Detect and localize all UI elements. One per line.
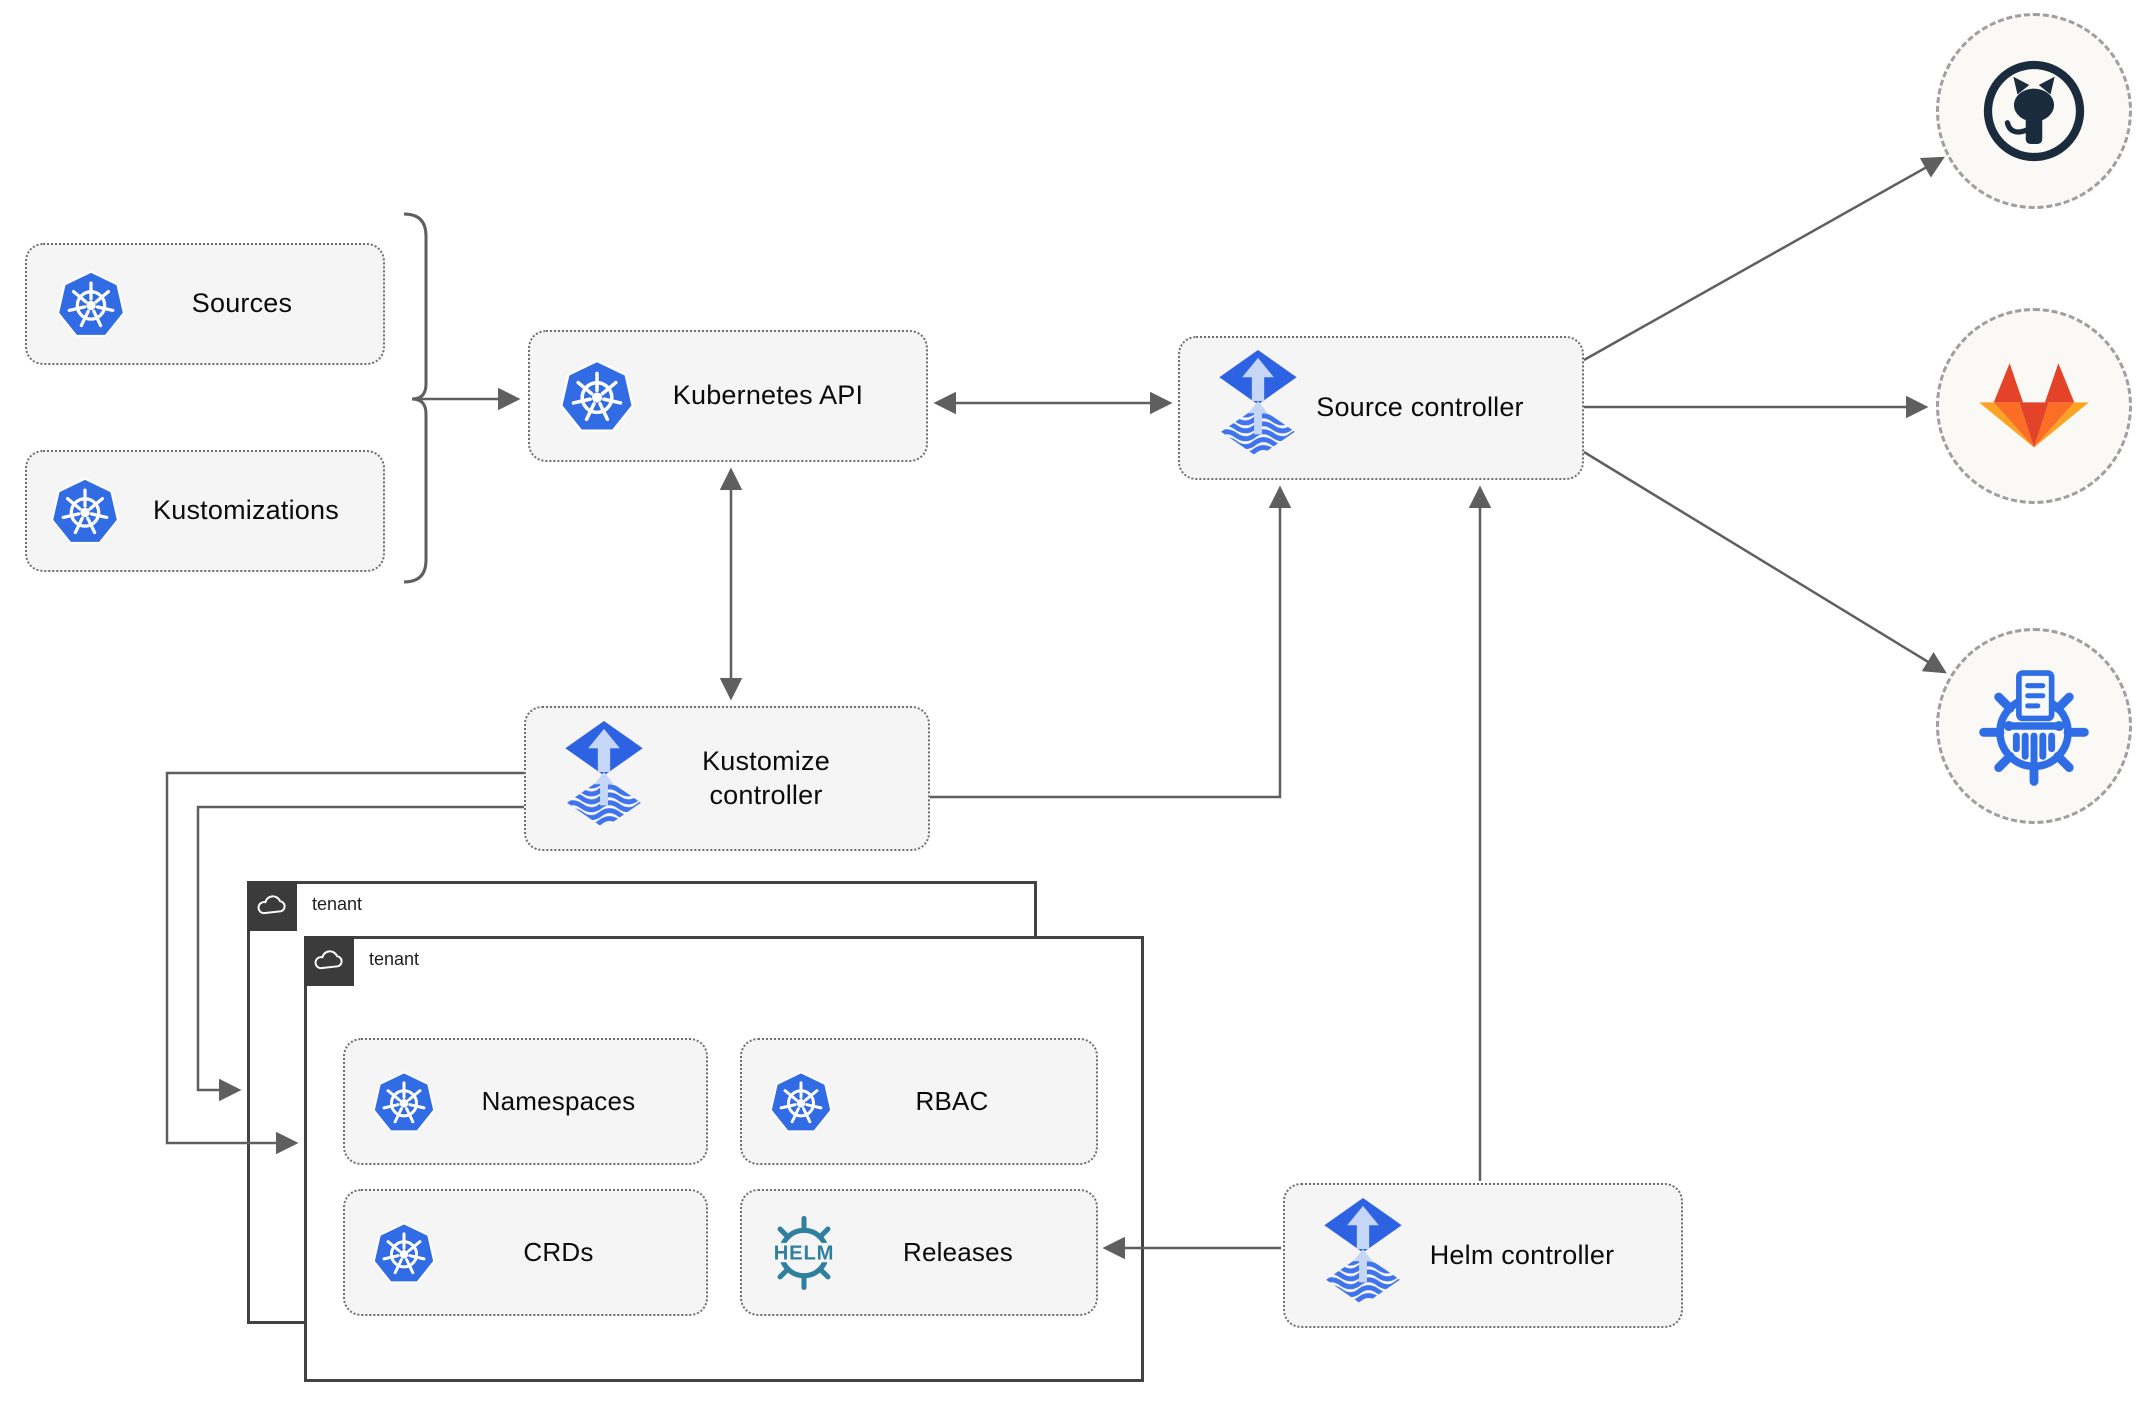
tenant-label: tenant	[312, 894, 363, 914]
kustomize-circle	[1936, 628, 2132, 824]
flux-icon	[1214, 350, 1302, 466]
node-kustomize-controller: Kustomize controller	[524, 706, 930, 851]
gitlab-circle	[1936, 308, 2132, 504]
node-helm-controller: Helm controller	[1283, 1183, 1683, 1328]
cloud-icon	[313, 949, 345, 973]
node-label: RBAC	[915, 1086, 989, 1117]
gitlab-icon	[1979, 363, 2089, 448]
node-kustomizations: Kustomizations	[25, 450, 385, 572]
node-kubernetes-api: Kubernetes API	[528, 330, 928, 462]
kubernetes-icon	[558, 357, 636, 435]
kustomize-icon	[1979, 670, 2089, 786]
group-bracket	[403, 212, 428, 584]
node-label: Kubernetes API	[672, 380, 864, 411]
node-namespaces: Namespaces	[343, 1038, 708, 1165]
node-rbac: RBAC	[740, 1038, 1098, 1165]
edge-kustomize-to-source	[930, 485, 1292, 799]
node-label: Source controller	[1316, 392, 1524, 423]
node-crds: CRDs	[343, 1189, 708, 1316]
edge-source-to-github	[1583, 156, 1945, 362]
helm-icon: HELM	[762, 1211, 846, 1295]
helm-logo-text: HELM	[774, 1242, 834, 1264]
tenant-badge	[247, 881, 297, 931]
node-releases: HELM Releases	[740, 1189, 1098, 1316]
node-label: Helm controller	[1429, 1239, 1615, 1270]
node-label: Kustomize controller	[702, 745, 830, 810]
kubernetes-icon	[49, 475, 121, 547]
edge-source-to-kustomize	[1583, 450, 1947, 674]
node-label: Releases	[903, 1237, 1013, 1268]
kubernetes-icon	[371, 1069, 437, 1135]
node-sources: Sources	[25, 243, 385, 365]
github-circle	[1936, 13, 2132, 209]
tenant-box-front: tenant Namespaces RBAC CRDs	[304, 936, 1144, 1382]
tenant-label: tenant	[369, 949, 420, 969]
cloud-icon	[256, 894, 288, 918]
flux-icon	[560, 721, 648, 837]
kubernetes-icon	[768, 1069, 834, 1135]
flux-icon	[1319, 1198, 1407, 1314]
kubernetes-icon	[55, 268, 127, 340]
node-label: CRDs	[523, 1237, 594, 1268]
github-icon	[1983, 60, 2085, 162]
kubernetes-icon	[371, 1220, 437, 1286]
tenant-badge	[304, 936, 354, 986]
node-source-controller: Source controller	[1178, 336, 1584, 480]
node-label: Kustomizations	[153, 495, 339, 526]
node-label: Namespaces	[481, 1086, 636, 1117]
node-label: Sources	[191, 288, 293, 319]
